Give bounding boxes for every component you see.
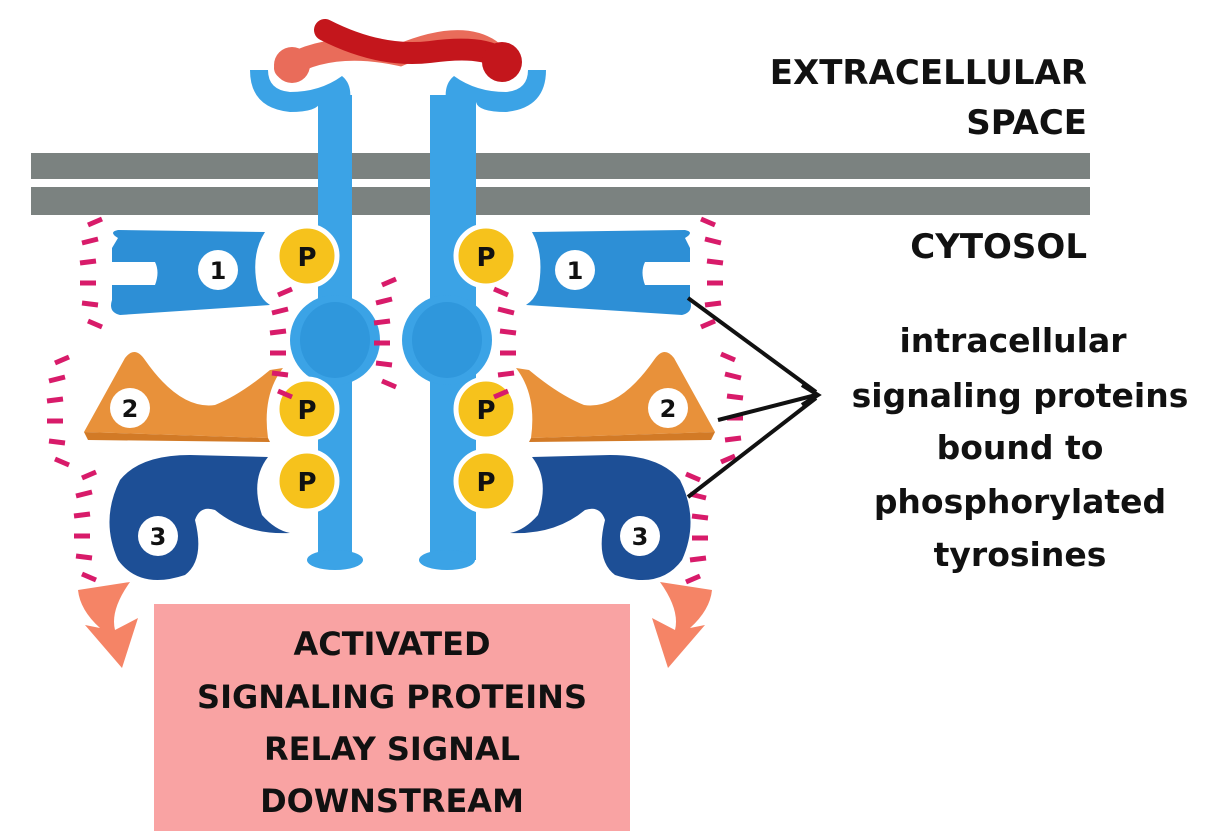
phosphate-label: P [476,396,495,426]
phosphate-left-1: P [274,223,340,289]
signaling-protein-2-right: 2 [516,351,715,442]
phosphate-label: P [297,468,316,498]
annotation-line-3: bound to [937,428,1104,467]
arrow-right [652,582,712,668]
signaling-protein-2-left: 2 [84,351,283,442]
phosphate-left-3: P [274,448,340,514]
annotation-line-4: phosphorylated [874,482,1166,521]
arrow-left [78,582,138,668]
label-extracellular: EXTRACELLULAR [770,53,1087,93]
activation-mark-p2-right [721,354,743,462]
phosphate-right-2: P [453,376,519,442]
result-line-1: ACTIVATED [293,625,490,663]
protein-number: 1 [567,257,584,285]
signaling-protein-3-right: 3 [510,455,691,580]
signaling-protein-1-left: 1 [111,230,270,315]
annotation-line-1: intracellular [899,321,1127,360]
membrane-outer-leaflet [31,153,1090,179]
protein-number: 2 [122,395,139,423]
protein-number: 3 [150,523,167,551]
label-space: SPACE [966,103,1087,143]
activation-mark-p2-left [47,357,69,465]
membrane-inner-leaflet [31,187,1090,215]
ligand [274,19,522,83]
protein-number: 2 [660,395,677,423]
result-line-3: RELAY SIGNAL [264,730,520,768]
annotation-line-5: tyrosines [934,535,1107,574]
phosphate-left-2: P [274,376,340,442]
protein-number: 3 [632,523,649,551]
phosphate-label: P [476,468,495,498]
phosphate-label: P [297,396,316,426]
phosphate-right-3: P [453,448,519,514]
result-line-4: DOWNSTREAM [260,782,524,820]
phosphate-label: P [476,243,495,273]
result-line-2: SIGNALING PROTEINS [197,678,587,716]
phosphate-label: P [297,243,316,273]
activation-mark-p3-left [74,472,96,580]
plasma-membrane [31,153,1090,215]
result-box [154,604,630,831]
phosphate-right-1: P [453,223,519,289]
label-cytosol: CYTOSOL [910,227,1087,267]
activation-mark-p1-left [80,219,102,327]
signaling-protein-1-right: 1 [526,230,691,315]
protein-number: 1 [210,257,227,285]
annotation-leader-lines [686,296,822,499]
signaling-protein-3-left: 3 [109,455,290,580]
annotation-line-2: signaling proteins [852,376,1189,415]
